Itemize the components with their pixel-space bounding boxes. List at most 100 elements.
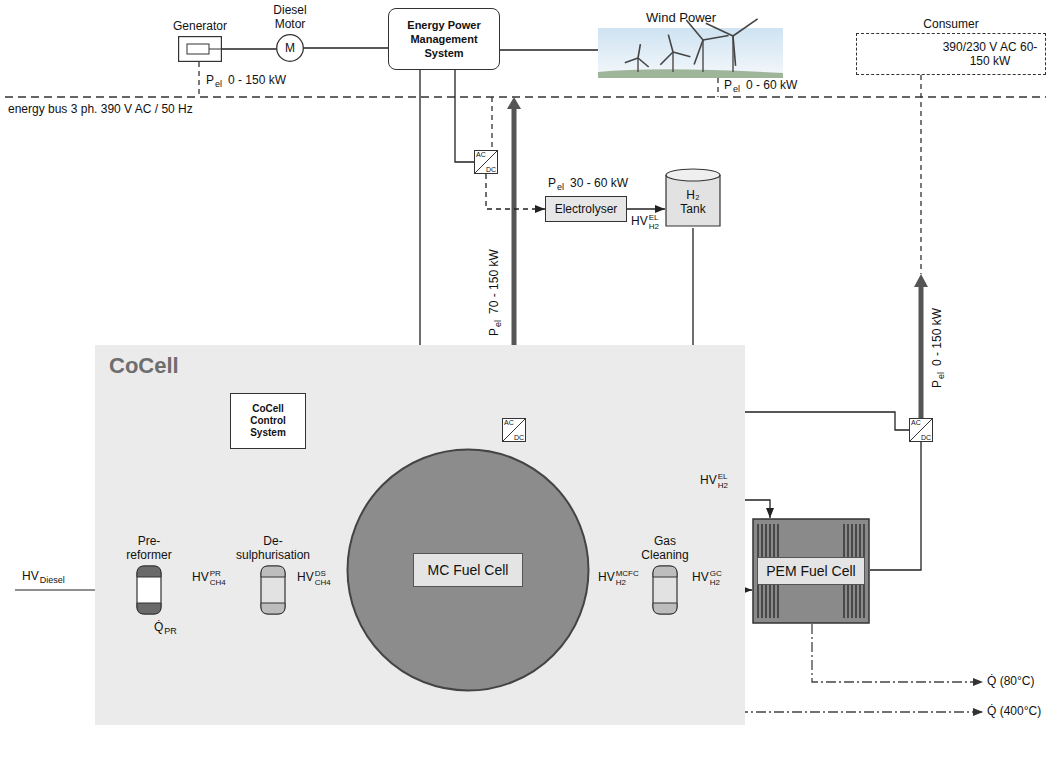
flow-label: energy bus 3 ph. 390 V AC / 50 Hz <box>8 102 193 116</box>
stack-outline <box>753 519 869 623</box>
flow-label: Q̇ (80°C) <box>987 674 1034 688</box>
node-label: 390/230 V AC 60-150 kW <box>941 40 1039 68</box>
node-label: AC <box>911 419 921 426</box>
tank-cylinder: H₂ Tank <box>665 168 721 228</box>
node-label: Energy Power Management System <box>393 18 495 60</box>
flow-label: 0 - 150 kW <box>930 308 944 366</box>
flow-label: 70 - 150 kW <box>487 249 501 314</box>
turbine-blade <box>733 36 736 66</box>
converter-outline <box>475 151 498 174</box>
node-label: AC <box>504 419 514 426</box>
wind-sky <box>598 28 783 78</box>
heat-line <box>812 624 983 682</box>
label-group: HVPRCH4 <box>192 569 226 587</box>
heading-label: Diesel Motor <box>268 3 313 31</box>
label-group: Pel30 - 60 kW <box>548 176 628 194</box>
flow-label: Diesel <box>40 575 65 585</box>
converter-diagonal <box>475 151 498 174</box>
vessel-cap <box>137 566 161 577</box>
flow-label: H2 <box>718 481 728 490</box>
heading-label: Wind Power <box>646 10 716 25</box>
converter-box: AC DC <box>502 418 526 442</box>
flow-label: 0 - 60 kW <box>746 78 797 92</box>
flow-label: el <box>936 372 946 379</box>
flow-label: HV <box>692 570 709 584</box>
flow-label: CH4 <box>210 578 226 587</box>
node-label: H₂ Tank <box>677 188 709 216</box>
turbine-blade <box>673 52 690 57</box>
cleaning-vessel: Gas Cleaning <box>652 565 678 615</box>
reformer-vessel: Pre- reformer <box>136 565 162 615</box>
converter-diagonal <box>503 419 526 442</box>
label-group: Pel0 - 60 kW <box>724 78 797 96</box>
node-label: DC <box>514 434 524 441</box>
power-arrowhead <box>914 274 928 287</box>
heading-label: Gas Cleaning <box>637 534 693 562</box>
flow-label: HV <box>598 570 615 584</box>
shape-outline <box>260 565 286 615</box>
flow-label: P <box>206 73 214 87</box>
flow-label: P <box>548 176 556 190</box>
fuel-cell-circle: MC Fuel Cell <box>346 448 590 692</box>
power-arrow <box>919 284 924 418</box>
turbine-tower <box>672 52 674 72</box>
flow-label: el <box>557 182 564 192</box>
label-group: HVGCH2 <box>692 569 722 587</box>
turbine-tower <box>702 40 704 72</box>
vessel-body <box>653 566 677 614</box>
flow-label: el <box>733 84 740 94</box>
vessel-cap <box>653 603 677 614</box>
node-label: CoCell Control System <box>234 403 302 439</box>
heading-label: Pre- reformer <box>120 534 178 562</box>
flow-label: H2 <box>649 222 659 231</box>
flow-label: HV <box>631 214 648 228</box>
bus-drop <box>491 97 492 150</box>
vessel-cap <box>137 603 161 614</box>
node-label: Electrolyser <box>555 202 618 216</box>
label-group: Pel0 - 150 kW <box>206 73 286 91</box>
consumer-box: Consumer390/230 V AC 60-150 kW <box>856 33 1046 75</box>
converter-diagonal <box>910 419 933 442</box>
index-stack: ELH2 <box>718 472 728 490</box>
node-label: PEM Fuel Cell <box>757 557 864 585</box>
label-group: Pel70 - 150 kW <box>487 249 505 336</box>
generator-shaft <box>209 49 222 50</box>
connector-line <box>627 208 665 209</box>
wind-ground <box>598 69 783 78</box>
flow-label: CH4 <box>315 578 331 587</box>
label-group: HVMCFCH2 <box>598 569 639 587</box>
label-group: HVDiesel <box>22 569 65 587</box>
flow-label: PR <box>210 569 226 578</box>
heading-label: De- sulphurisation <box>225 534 321 562</box>
flow-label: HV <box>700 473 717 487</box>
connector-line <box>303 47 388 48</box>
label-group: Pel0 - 150 kW <box>930 308 948 388</box>
flow-label: GC <box>710 569 722 578</box>
heading-label: Consumer <box>923 17 978 31</box>
converter-outline <box>503 419 526 442</box>
turbine-blade <box>638 44 640 58</box>
wind-picture: Wind Power <box>598 28 783 78</box>
converter-box: ACDC <box>909 418 933 442</box>
shape-outline <box>598 28 783 78</box>
node-label: MC Fuel Cell <box>413 553 524 587</box>
generator-housing <box>179 37 222 62</box>
turbine-tower <box>637 58 639 72</box>
shape-outline <box>136 565 162 615</box>
vessel-body <box>137 566 161 614</box>
connector-line <box>500 49 598 50</box>
flow-label: EL <box>649 213 659 222</box>
fuel-cell-stack: PEM Fuel Cell <box>752 518 870 624</box>
node-label: CoCell <box>109 353 179 379</box>
motor-circle: Diesel MotorM <box>276 34 304 62</box>
turbine-blade <box>703 36 729 41</box>
connector-line <box>455 70 474 162</box>
node-label: AC <box>476 151 486 158</box>
control-box: CoCell Control System <box>230 393 306 449</box>
energy-bus <box>5 96 1046 97</box>
tank-body <box>666 175 720 226</box>
turbine-blade <box>694 40 703 64</box>
flow-label: MCFC <box>616 569 639 578</box>
turbine-blade <box>668 35 673 52</box>
